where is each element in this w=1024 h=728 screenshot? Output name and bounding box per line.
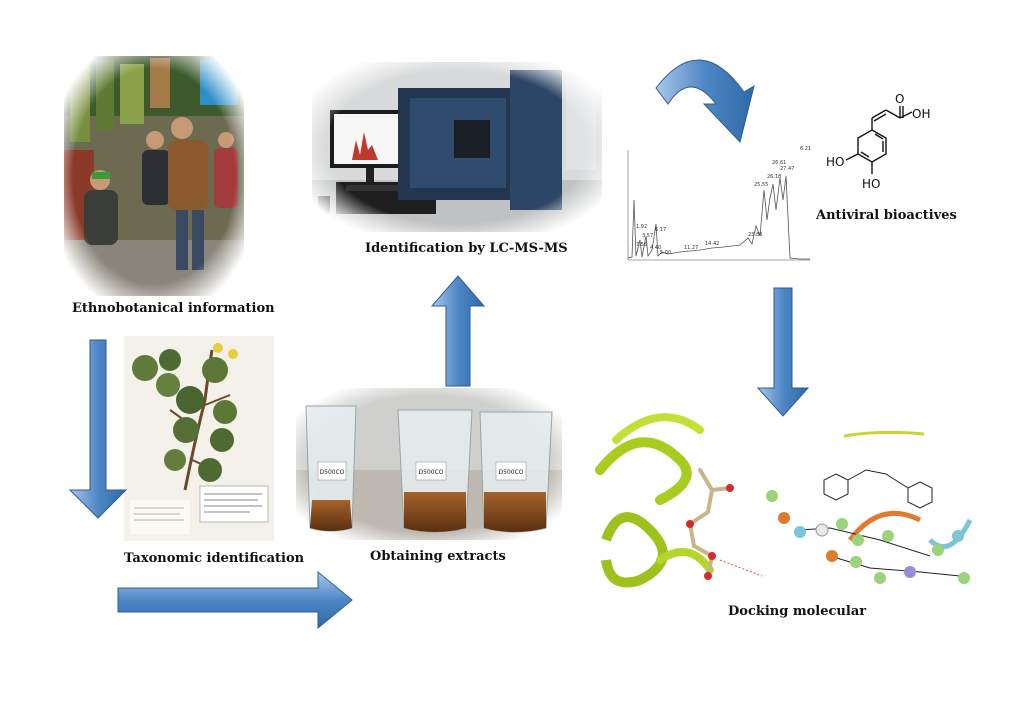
beaker-1-label: D500CO	[320, 469, 345, 476]
arrow-right-bottom	[117, 570, 353, 630]
beakers-photo: D500CO D500CO D500CO	[296, 388, 562, 540]
lcms-instrument-photo	[312, 62, 602, 232]
peak-label: 26.61	[772, 160, 786, 166]
herbarium-specimen	[124, 336, 274, 541]
chromatogram: 1.92 3.57 6.17 7.55 4.40 5.00 11.27 14.4…	[624, 146, 814, 264]
beaker-2: D500CO	[397, 409, 473, 533]
caption-taxonomic: Taxonomic identification	[124, 551, 305, 566]
caption-extracts: Obtaining extracts	[370, 549, 506, 564]
caption-lcms: Identification by LC-MS-MS	[365, 241, 568, 256]
peak-label: 6.17	[655, 227, 666, 233]
peak-label: 6.21	[800, 146, 811, 152]
peak-label: 11.27	[684, 245, 698, 251]
caption-docking: Docking molecular	[728, 604, 867, 619]
market-photo	[64, 56, 244, 296]
peak-label: 5.00	[660, 250, 671, 256]
peak-label: 27.47	[780, 166, 794, 172]
peak-label: 1.92	[636, 224, 647, 230]
caption-antiviral: Antiviral bioactives	[816, 208, 957, 223]
peak-label: 14.42	[705, 241, 719, 247]
arrow-down-left	[68, 339, 128, 519]
peak-label: 3.57	[642, 233, 653, 239]
arrow-down-right	[756, 287, 810, 417]
arrow-up-middle	[430, 275, 486, 387]
peak-label: 23.88	[748, 232, 762, 238]
molecule-oh-top: OH	[912, 107, 930, 121]
peak-label: 4.40	[650, 245, 661, 251]
caffeic-acid-structure	[845, 106, 913, 174]
caption-ethnobotanical: Ethnobotanical information	[72, 301, 275, 316]
molecule-o: O	[895, 92, 904, 106]
beaker-1: D500CO	[305, 405, 357, 532]
docking-3d-view	[595, 413, 763, 588]
peak-label: 25.55	[754, 182, 768, 188]
peak-label: 7.55	[636, 242, 647, 248]
beaker-3-label: D500CO	[499, 469, 524, 476]
peak-label: 26.18	[767, 174, 781, 180]
beaker-3: D500CO	[479, 411, 553, 533]
docking-2d-map	[766, 430, 973, 584]
molecule-ho-bottom: HO	[862, 177, 880, 191]
arrow-curved-top	[655, 59, 755, 144]
chromatogram-trace	[627, 175, 810, 260]
molecule-ho-left: HO	[826, 155, 844, 169]
beaker-2-label: D500CO	[419, 469, 444, 476]
